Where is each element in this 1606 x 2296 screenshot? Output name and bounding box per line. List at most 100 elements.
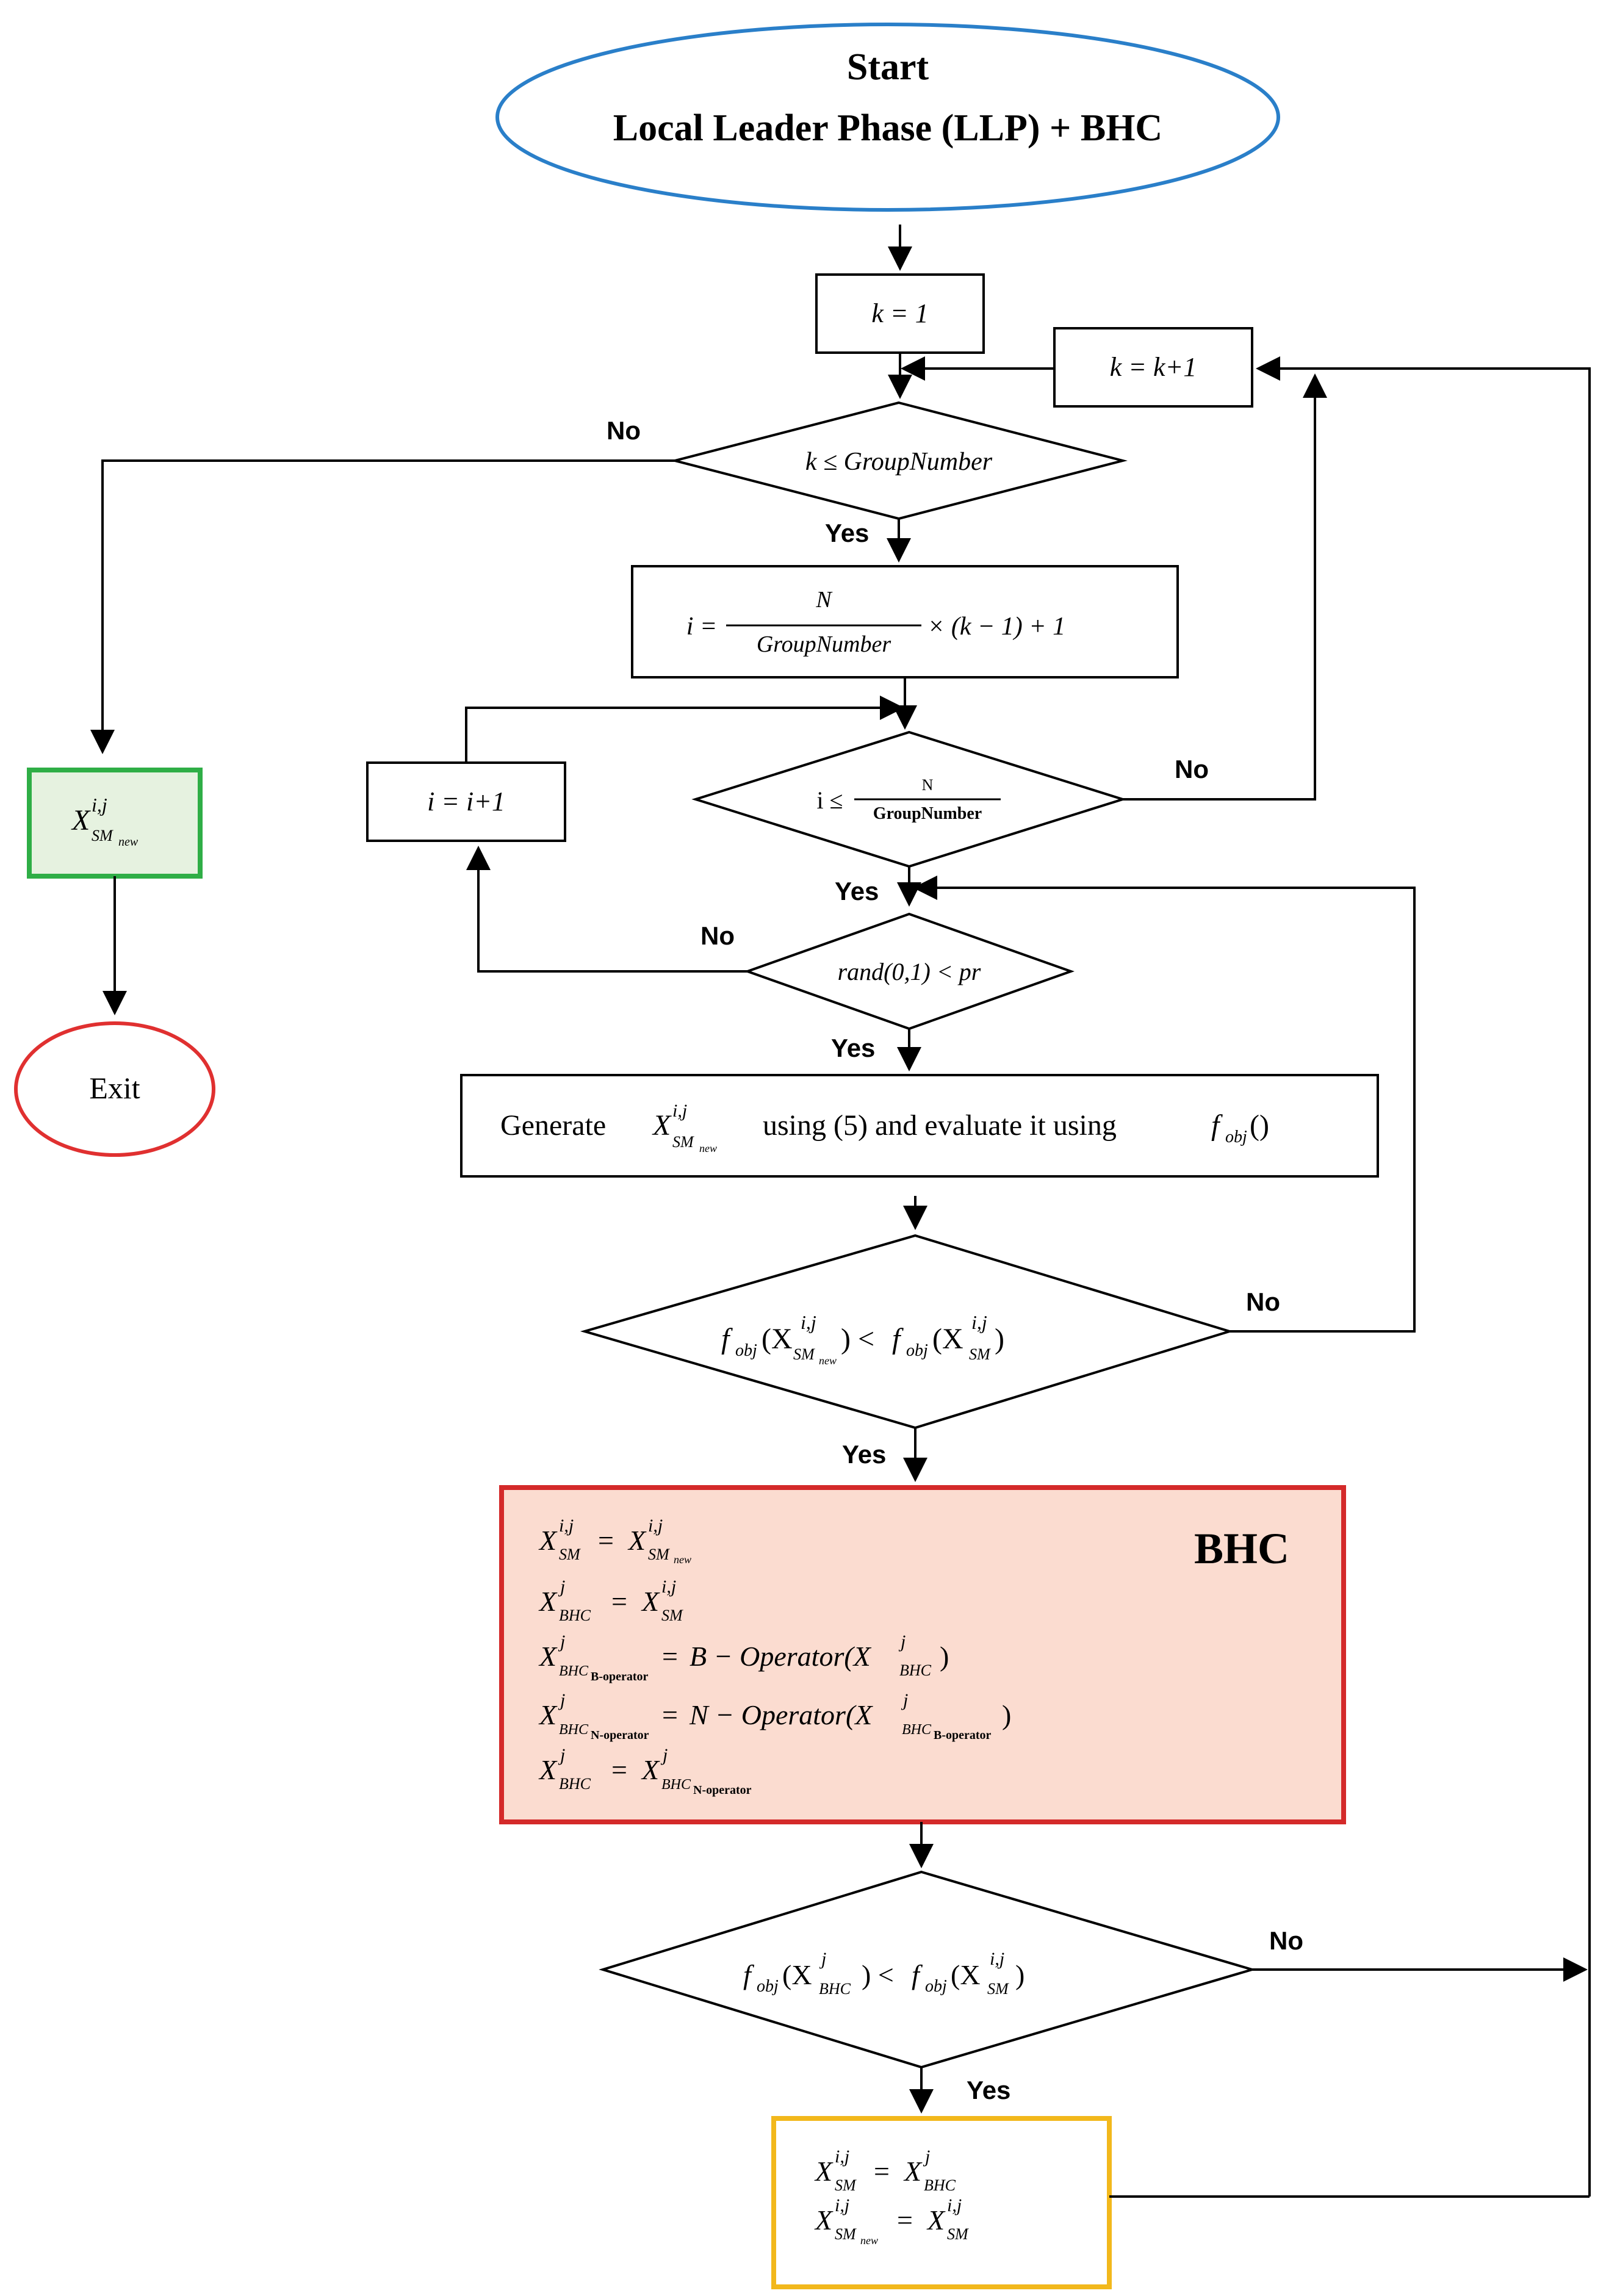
generate-box <box>460 1074 1379 1178</box>
bhc-title: BHC <box>1194 1524 1289 1573</box>
start-subtitle: Local Leader Phase (LLP) + BHC <box>613 107 1162 149</box>
svg-text:X: X <box>538 1699 558 1730</box>
i-init-denominator: GroupNumber <box>757 632 891 657</box>
generate-parens: () <box>1250 1109 1269 1142</box>
bhc-formulas: X i,j SM = X i,j SM new X j BHC = X i,j … <box>538 1516 1011 1797</box>
result-box <box>27 768 203 879</box>
svg-text:SM: SM <box>969 1345 991 1363</box>
svg-text:N-operator: N-operator <box>693 1783 752 1797</box>
bhc-line-2: X j BHC = X i,j SM <box>538 1577 683 1624</box>
bhc-line-5: X j BHC = X j BHC N-operator <box>538 1745 752 1797</box>
exit-ellipse <box>14 1021 215 1157</box>
svg-text:obj: obj <box>925 1977 947 1996</box>
svg-text:i,j: i,j <box>971 1311 987 1333</box>
update-formulas: X i,j SM = X j BHC X i,j SM new = X i,j … <box>814 2147 969 2247</box>
svg-text:): ) <box>1002 1699 1011 1730</box>
svg-text:new: new <box>819 1355 837 1367</box>
bhc-box <box>499 1485 1346 1824</box>
label-no-compare1: No <box>1246 1287 1280 1316</box>
svg-text:B − Operator(X: B − Operator(X <box>690 1641 872 1672</box>
svg-text:SM: SM <box>793 1345 815 1363</box>
edge-icond-no <box>1123 373 1327 801</box>
svg-text:X: X <box>652 1109 672 1142</box>
svg-text:BHC: BHC <box>661 1777 691 1793</box>
svg-text:X: X <box>627 1525 647 1556</box>
svg-text:j: j <box>923 2147 930 2167</box>
k-increment-text: k = k+1 <box>1110 352 1197 382</box>
svg-text:i,j: i,j <box>672 1101 687 1121</box>
svg-text:SM: SM <box>835 2225 857 2243</box>
i-cond-denominator: GroupNumber <box>873 804 982 823</box>
i-increment-text: i = i+1 <box>427 786 505 816</box>
i-cond-numerator: N <box>922 776 934 794</box>
svg-text:SM: SM <box>559 1546 581 1563</box>
bhc-line-3: X j BHC B-operator = B − Operator(X j BH… <box>538 1632 949 1683</box>
compare1-diamond <box>580 1234 1234 1430</box>
svg-text:BHC: BHC <box>559 1775 591 1793</box>
svg-text:i,j: i,j <box>990 1949 1004 1969</box>
svg-text:i,j: i,j <box>801 1311 816 1333</box>
svg-text:=: = <box>662 1641 678 1672</box>
i-init-formula: i = N GroupNumber × (k − 1) + 1 <box>686 587 1065 657</box>
generate-text: Generate X i,j SM new using (5) and eval… <box>500 1101 1269 1154</box>
svg-text:=: = <box>662 1699 678 1730</box>
svg-text:X: X <box>903 2156 923 2187</box>
svg-text:X: X <box>926 2204 946 2236</box>
svg-text:i,j: i,j <box>648 1516 663 1536</box>
svg-text:X: X <box>641 1754 660 1785</box>
svg-text:obj: obj <box>735 1341 757 1360</box>
label-no-rand: No <box>700 921 735 950</box>
i-init-rhs: × (k − 1) + 1 <box>927 613 1065 641</box>
svg-text:SM: SM <box>92 827 113 844</box>
svg-text:) <: ) < <box>862 1959 894 1990</box>
rand-condition-text: rand(0,1) < pr <box>838 958 981 985</box>
svg-text:(X: (X <box>762 1323 793 1355</box>
bhc-line-1: X i,j SM = X i,j SM new <box>538 1516 691 1566</box>
svg-text:B-operator: B-operator <box>934 1729 992 1742</box>
svg-text:): ) <box>940 1641 949 1672</box>
svg-text:SM: SM <box>987 1980 1009 1998</box>
svg-text:i,j: i,j <box>835 2147 849 2167</box>
svg-text:X: X <box>814 2156 834 2187</box>
svg-text:=: = <box>611 1586 627 1617</box>
svg-text:): ) <box>995 1323 1004 1355</box>
svg-text:j: j <box>558 1745 565 1765</box>
svg-text:i,j: i,j <box>661 1577 676 1597</box>
svg-text:j: j <box>901 1690 908 1710</box>
svg-text:BHC: BHC <box>559 1722 589 1738</box>
i-condition-formula: i ≤ N GroupNumber <box>816 776 1001 823</box>
edge-kcond-no <box>90 459 675 754</box>
svg-text:): ) <box>1015 1959 1024 1990</box>
svg-text:BHC: BHC <box>899 1661 932 1679</box>
svg-text:new: new <box>118 835 139 849</box>
svg-text:j: j <box>558 1577 565 1597</box>
generate-x-symbol: X i,j SM new <box>652 1101 717 1154</box>
label-yes-compare1: Yes <box>842 1440 886 1469</box>
svg-text:new: new <box>674 1553 691 1566</box>
svg-text:SM: SM <box>648 1546 670 1563</box>
bhc-line-4: X j BHC N-operator = N − Operator(X j BH… <box>538 1690 1011 1742</box>
svg-text:) <: ) < <box>841 1323 874 1355</box>
svg-text:SM: SM <box>661 1607 683 1624</box>
update-line-2: X i,j SM new = X i,j SM <box>814 2195 969 2247</box>
svg-text:(X: (X <box>782 1959 812 1990</box>
svg-text:N-operator: N-operator <box>591 1729 649 1742</box>
label-yes-rand: Yes <box>831 1034 875 1062</box>
svg-text:B-operator: B-operator <box>591 1670 649 1683</box>
start-title: Start <box>847 46 929 88</box>
svg-text:i,j: i,j <box>947 2195 962 2215</box>
svg-text:BHC: BHC <box>819 1980 851 1998</box>
svg-text:(X: (X <box>932 1323 963 1355</box>
svg-text:BHC: BHC <box>924 2176 956 2194</box>
label-no-k: No <box>607 416 641 445</box>
compare2-diamond <box>599 1870 1257 2069</box>
svg-text:N − Operator(X: N − Operator(X <box>689 1699 873 1730</box>
label-yes-compare2: Yes <box>967 2076 1010 2104</box>
svg-text:(X: (X <box>951 1959 981 1990</box>
svg-text:obj: obj <box>906 1341 928 1360</box>
generate-fn-sub: obj <box>1225 1128 1247 1146</box>
compare2-formula: f obj (X j BHC ) < f obj (X i,j SM ) <box>743 1949 1024 1998</box>
label-no-compare2: No <box>1269 1926 1303 1955</box>
label-no-i: No <box>1175 755 1209 783</box>
